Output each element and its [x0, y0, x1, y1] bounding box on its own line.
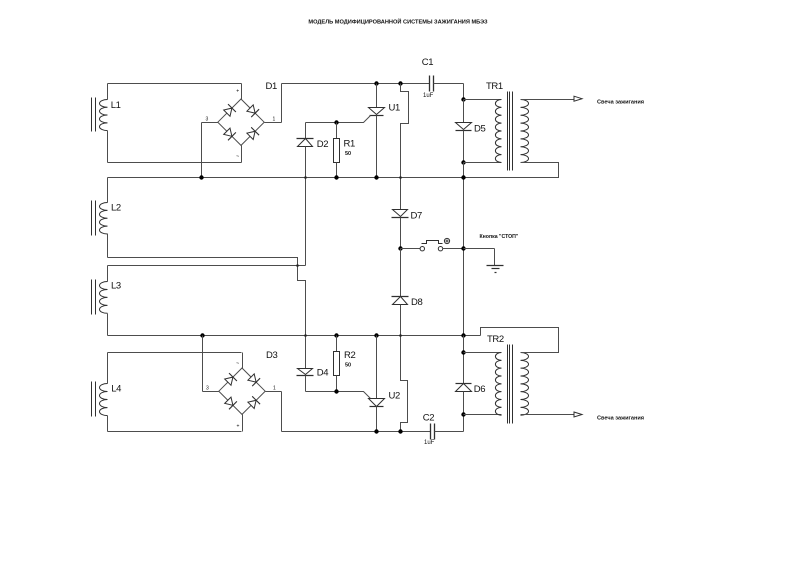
svg-text:D8: D8: [411, 297, 422, 308]
svg-text:Кнопка "СТОП": Кнопка "СТОП": [480, 234, 519, 240]
svg-text:50: 50: [345, 363, 351, 369]
svg-text:R2: R2: [344, 350, 355, 361]
svg-text:1: 1: [273, 117, 276, 123]
svg-text:1uF: 1uF: [424, 440, 435, 446]
svg-text:D2: D2: [317, 139, 328, 150]
svg-text:U1: U1: [389, 103, 400, 114]
svg-text:L2: L2: [111, 203, 121, 214]
svg-text:L4: L4: [111, 384, 121, 395]
svg-text:~: ~: [236, 154, 239, 160]
svg-text:50: 50: [345, 151, 351, 157]
svg-text:L3: L3: [111, 281, 121, 292]
svg-text:~: ~: [236, 361, 239, 367]
svg-text:Свеча зажигания: Свеча зажигания: [597, 100, 644, 106]
svg-text:C1: C1: [422, 57, 433, 68]
svg-text:D3: D3: [266, 350, 277, 361]
svg-text:D5: D5: [474, 124, 485, 135]
svg-text:Свеча зажигания: Свеча зажигания: [597, 416, 644, 422]
svg-text:U2: U2: [389, 391, 400, 402]
svg-text:МОДЕЛЬ МОДИФИЦИРОВАННОЙ СИСТЕМ: МОДЕЛЬ МОДИФИЦИРОВАННОЙ СИСТЕМЫ ЗАЖИГАНИ…: [308, 17, 488, 25]
svg-text:C2: C2: [423, 413, 434, 424]
svg-text:1: 1: [273, 386, 276, 392]
svg-text:D4: D4: [317, 368, 328, 379]
svg-text:D7: D7: [411, 211, 422, 222]
svg-text:3: 3: [206, 386, 209, 392]
svg-text:1uF: 1uF: [423, 93, 434, 99]
svg-text:+: +: [237, 424, 240, 430]
svg-text:D1: D1: [266, 81, 277, 92]
svg-text:L1: L1: [111, 100, 121, 111]
svg-text:+: +: [236, 89, 239, 95]
svg-text:TR1: TR1: [486, 81, 503, 92]
svg-text:R1: R1: [344, 139, 355, 150]
svg-text:3: 3: [206, 117, 209, 123]
svg-text:D6: D6: [474, 384, 485, 395]
svg-text:TR2: TR2: [487, 334, 504, 345]
